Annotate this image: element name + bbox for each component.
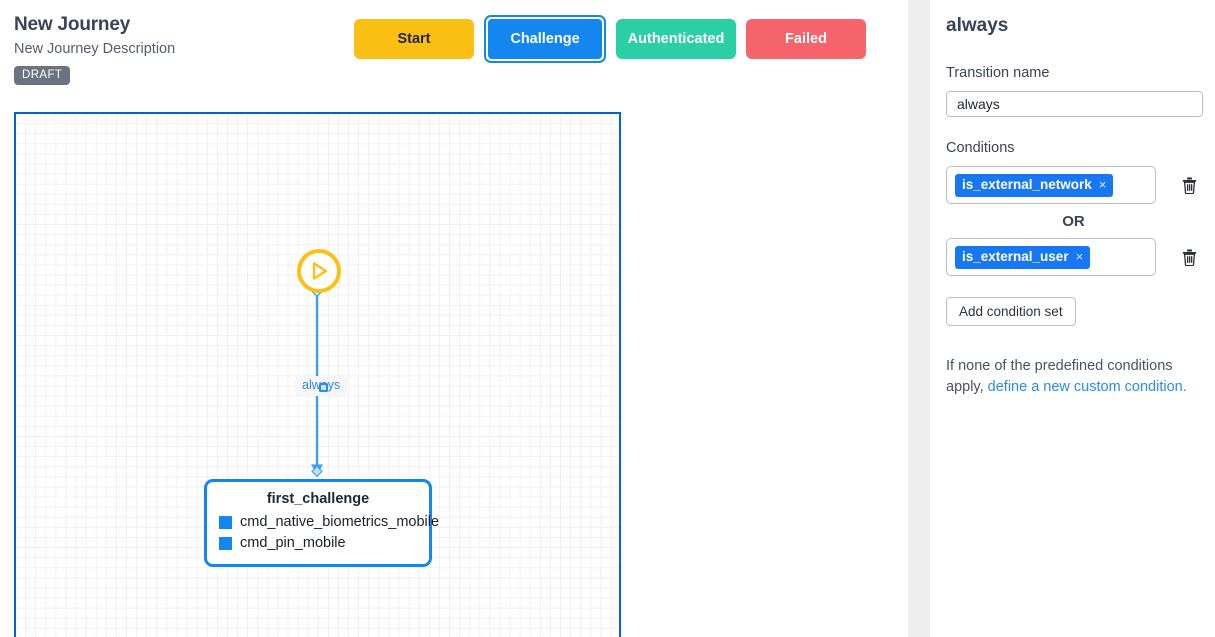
condition-set-row: is_external_network × xyxy=(946,166,1199,204)
flow-node-row[interactable]: cmd_native_biometrics_mobile xyxy=(217,512,439,533)
custom-condition-hint: If none of the predefined conditions app… xyxy=(946,356,1196,398)
panel-title: always xyxy=(946,15,1009,36)
page-description: New Journey Description xyxy=(14,41,176,57)
edge-label-always[interactable]: always xyxy=(295,376,348,396)
delete-condition-set-button[interactable] xyxy=(1182,249,1197,266)
condition-set-row: is_external_user × xyxy=(946,238,1199,276)
page-title: New Journey xyxy=(14,14,131,35)
flow-node-title: first_challenge xyxy=(266,491,370,507)
main-area: New Journey New Journey Description DRAF… xyxy=(0,0,908,637)
flow-canvas-inner: always first_challenge cmd_native_biomet… xyxy=(16,114,619,637)
define-custom-condition-link[interactable]: define a new custom condition. xyxy=(987,379,1187,395)
state-button-authenticated[interactable]: Authenticated xyxy=(616,19,736,59)
trash-icon xyxy=(1182,249,1197,266)
color-swatch-icon xyxy=(219,516,232,529)
spacer xyxy=(946,117,1199,139)
state-button-start[interactable]: Start xyxy=(354,19,474,59)
title-block: New Journey New Journey Description DRAF… xyxy=(14,13,175,85)
condition-set-box[interactable]: is_external_user × xyxy=(946,238,1156,276)
status-badge: DRAFT xyxy=(14,66,71,85)
condition-chip[interactable]: is_external_network × xyxy=(955,173,1114,197)
delete-condition-set-button[interactable] xyxy=(1182,177,1197,194)
flow-canvas[interactable]: always first_challenge cmd_native_biomet… xyxy=(14,112,621,637)
play-icon xyxy=(312,262,328,280)
conditions-label: Conditions xyxy=(946,140,1015,156)
condition-set-box[interactable]: is_external_network × xyxy=(946,166,1156,204)
state-buttons-group: Start Challenge Authenticated Failed xyxy=(354,15,866,63)
close-icon[interactable]: × xyxy=(1075,249,1084,264)
start-node[interactable] xyxy=(297,249,341,293)
transition-name-label: Transition name xyxy=(946,65,1050,81)
panel-separator xyxy=(908,0,930,637)
flow-node-row-label: cmd_native_biometrics_mobile xyxy=(240,514,440,530)
condition-chip-label: is_external_network xyxy=(962,176,1092,192)
or-divider: OR xyxy=(1062,213,1085,230)
flow-node-row[interactable]: cmd_pin_mobile xyxy=(217,533,419,554)
flow-node-row-label: cmd_pin_mobile xyxy=(240,535,346,551)
state-button-failed[interactable]: Failed xyxy=(746,19,866,59)
state-button-challenge[interactable]: Challenge xyxy=(488,19,602,59)
add-condition-set-button[interactable]: Add condition set xyxy=(946,297,1076,326)
condition-chip[interactable]: is_external_user × xyxy=(955,245,1091,269)
page-header: New Journey New Journey Description DRAF… xyxy=(0,0,908,98)
color-swatch-icon xyxy=(219,537,232,550)
flow-node-first-challenge[interactable]: first_challenge cmd_native_biometrics_mo… xyxy=(204,479,439,567)
transition-details-panel: always Transition name Conditions is_ext… xyxy=(930,0,1215,637)
transition-name-input[interactable] xyxy=(946,91,1203,117)
custom-condition-hint-text: If none of the predefined conditions app… xyxy=(946,358,1173,395)
trash-icon xyxy=(1182,177,1197,194)
condition-chip-label: is_external_user xyxy=(962,248,1069,264)
close-icon[interactable]: × xyxy=(1098,177,1107,192)
state-button-challenge-wrapper[interactable]: Challenge xyxy=(484,15,606,63)
